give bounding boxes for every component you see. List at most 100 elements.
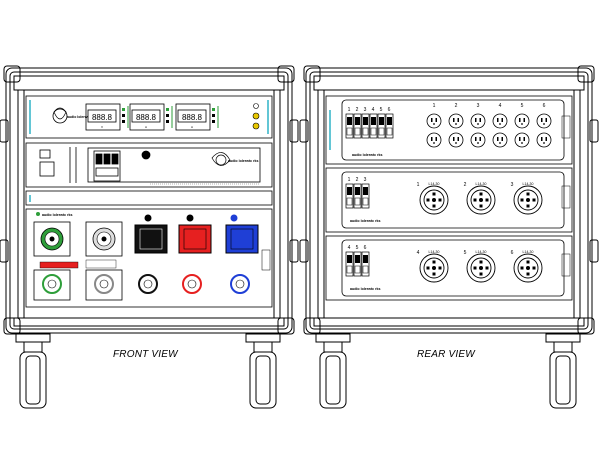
rear-rail-left	[317, 89, 325, 319]
rear-breaker[interactable]: 5	[353, 245, 362, 277]
meter-led	[122, 120, 125, 123]
receptacle-rating: L14-30	[429, 250, 440, 254]
meter-led	[166, 120, 169, 123]
receptacle-number: 5	[464, 250, 467, 256]
breaker-number: 5	[380, 107, 383, 113]
meter-unit: A	[145, 125, 147, 129]
rear-casters	[315, 333, 581, 409]
outlet-number: 5	[521, 103, 524, 109]
rear-breaker[interactable]: 4	[345, 245, 354, 277]
front-handle-right-top	[289, 119, 299, 143]
front-case-rim	[13, 75, 285, 91]
duplex-outlet[interactable]: 3	[470, 103, 486, 148]
rear-panel-middle-inset	[341, 171, 565, 229]
rear-breaker[interactable]: 1	[345, 107, 354, 139]
front-case	[0, 65, 299, 335]
blue-power-connector[interactable]	[225, 224, 259, 254]
front-corner-tr	[277, 65, 295, 83]
breaker-number: 4	[372, 107, 375, 113]
front-case-base-rim	[13, 317, 285, 327]
warning-label	[39, 261, 79, 269]
digital-meter: 888.8A	[129, 103, 173, 131]
meter-readout: 888.8	[182, 113, 203, 122]
rear-case-shell	[305, 67, 593, 334]
receptacle-rating: L14-30	[476, 250, 487, 254]
twistlock-receptacle[interactable]: 5 L14-30	[464, 250, 496, 283]
meter-readout: 888.8	[92, 113, 113, 122]
front-rail-right	[273, 89, 281, 319]
front-connector-panel	[25, 208, 273, 308]
indicator-led-1	[253, 103, 259, 109]
rear-breaker[interactable]: 5	[377, 107, 386, 139]
rear-breaker[interactable]: 4	[369, 107, 378, 139]
red-power-connector[interactable]	[178, 224, 212, 254]
receptacle-rating: L14-30	[476, 182, 487, 186]
front-corner-bl	[3, 317, 21, 335]
black-power-connector[interactable]	[134, 224, 168, 254]
brand-logo-meter	[52, 107, 68, 124]
breaker-number: 3	[364, 177, 367, 183]
receptacle-number: 3	[511, 182, 514, 188]
duplex-outlet[interactable]: 1	[426, 103, 442, 148]
panel-mount-hole	[141, 150, 151, 160]
twistlock-receptacle[interactable]: 2 L14-30	[464, 182, 496, 215]
rear-caster-left-wheel	[319, 351, 347, 409]
rear-breaker[interactable]: 3	[361, 177, 370, 209]
rear-side-label-3	[561, 253, 571, 277]
front-blank-panel	[25, 190, 273, 206]
meter-panel-frame	[25, 95, 273, 139]
rear-panel-bottom-inset	[341, 239, 565, 297]
duplex-outlet[interactable]: 6	[536, 103, 552, 148]
main-breaker[interactable]	[93, 150, 121, 182]
meter-unit: V	[101, 125, 103, 129]
outlet-number: 2	[455, 103, 458, 109]
indicator-led-amber-2	[252, 122, 260, 130]
front-view-label: FRONT VIEW	[113, 349, 178, 360]
front-casters	[15, 333, 281, 409]
outlet-number: 4	[499, 103, 502, 109]
rear-breaker[interactable]: 2	[353, 177, 362, 209]
rear-view-label: REAR VIEW	[417, 349, 475, 360]
receptacle-rating: L14-30	[523, 182, 534, 186]
breaker-number: 1	[348, 177, 351, 183]
outlet-number: 6	[543, 103, 546, 109]
safety-label	[39, 161, 55, 177]
gray-lower-connector[interactable]	[94, 274, 114, 294]
blue-lower-connector[interactable]	[230, 274, 250, 294]
front-caster-right-plate	[245, 333, 281, 343]
rear-breaker[interactable]: 6	[361, 245, 370, 277]
black-lower-connector[interactable]	[138, 274, 158, 294]
receptacle-number: 2	[464, 182, 467, 188]
connector-mount-gray	[85, 221, 123, 257]
green-lower-connector[interactable]	[42, 274, 62, 294]
receptacle-number: 1	[417, 182, 420, 188]
connector-mount-green	[33, 221, 71, 257]
front-corner-br	[277, 317, 295, 335]
front-case-shell-inner	[9, 71, 289, 330]
rear-panels	[325, 95, 573, 301]
duplex-outlet[interactable]: 5	[514, 103, 530, 148]
front-connectors	[39, 214, 259, 294]
rear-breaker[interactable]: 1	[345, 177, 354, 209]
outlet-number: 1	[433, 103, 436, 109]
meter-readout: 888.8	[136, 113, 157, 122]
twistlock-receptacle[interactable]: 3 L14-30	[511, 182, 543, 215]
connector-mount-gray-lower	[85, 269, 123, 301]
meter-led	[212, 108, 215, 111]
rear-case-rim	[313, 75, 585, 91]
receptacle-rating: L14-30	[523, 250, 534, 254]
meter-led	[166, 114, 169, 117]
duplex-outlet[interactable]: 4	[492, 103, 508, 148]
red-lower-connector[interactable]	[182, 274, 202, 294]
brand-name-rear-bottom: audio lolerwtc rks	[350, 287, 381, 291]
rear-panel-top-inset	[341, 99, 565, 161]
rear-breaker[interactable]: 6	[385, 107, 394, 139]
rear-panel-top	[325, 95, 573, 165]
meter-led	[212, 114, 215, 117]
rear-breaker[interactable]: 2	[353, 107, 362, 139]
duplex-outlet[interactable]: 2	[448, 103, 464, 148]
rear-breaker[interactable]: 3	[361, 107, 370, 139]
